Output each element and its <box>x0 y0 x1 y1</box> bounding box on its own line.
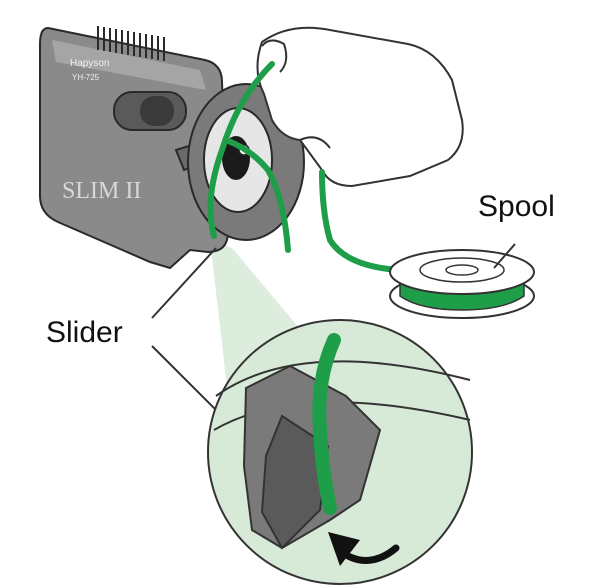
fishing-line <box>207 61 401 273</box>
spool-icon <box>389 249 535 319</box>
device-model: YH-725 <box>72 73 100 82</box>
device-name: SLIM II <box>62 178 141 204</box>
line-winder-device: Hapyson YH-725 SLIM II <box>39 26 305 270</box>
hand-icon <box>256 26 464 188</box>
magnified-slider-detail <box>207 319 473 585</box>
spool-label: Spool <box>478 190 555 223</box>
device-brand: Hapyson <box>70 58 109 69</box>
curved-arrow-icon <box>328 532 400 566</box>
slider-label: Slider <box>46 316 123 349</box>
grip-ridges <box>97 26 165 61</box>
